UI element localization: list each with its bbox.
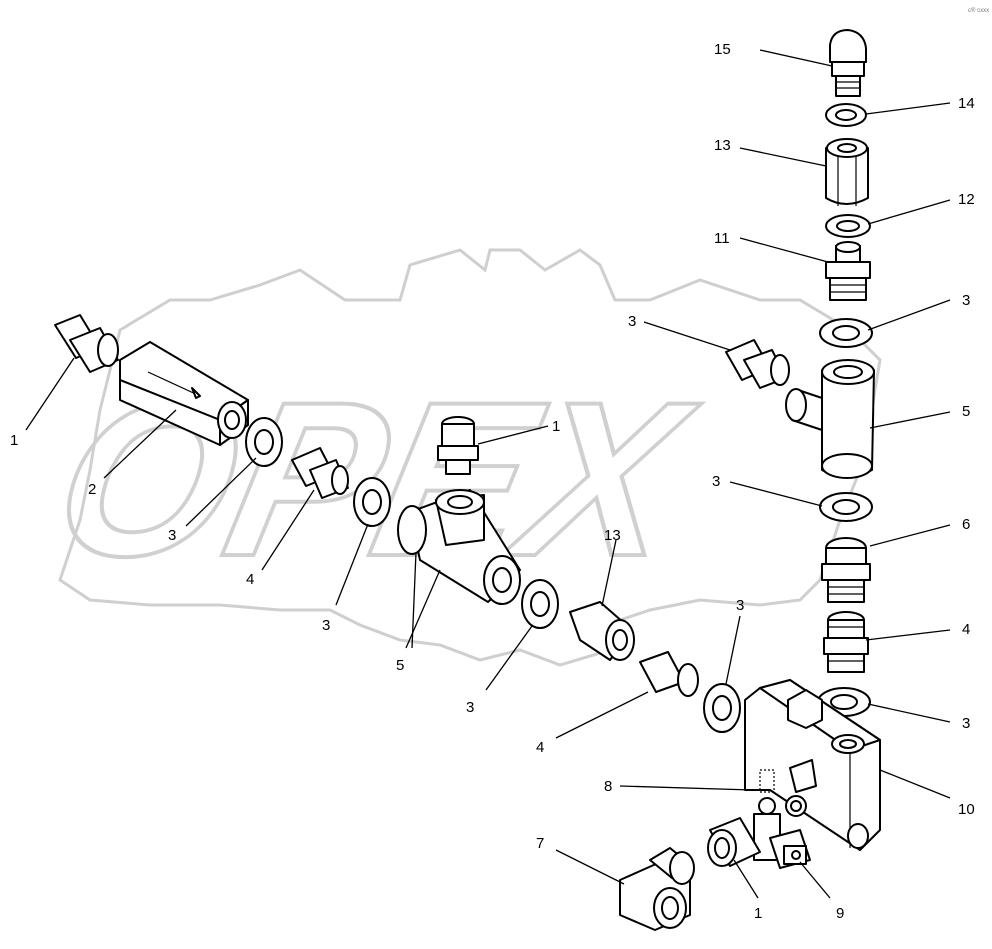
part-13-hex-coupling-top — [825, 138, 869, 206]
callout-8: 8 — [604, 778, 612, 795]
part-3-washer-d — [245, 417, 283, 467]
callout-3-center: 3 — [466, 699, 474, 716]
callout-14: 14 — [958, 95, 975, 112]
callout-3-right-c: 3 — [962, 715, 970, 732]
callout-labels: 15 14 13 12 11 3 3 5 3 6 4 3 10 1 2 3 4 … — [10, 41, 975, 922]
callout-4-left: 4 — [246, 571, 254, 588]
callout-6: 6 — [962, 516, 970, 533]
part-1-fitting-left — [54, 314, 119, 373]
callout-2: 2 — [88, 481, 96, 498]
part-7-elbow-fitting — [619, 847, 695, 931]
callout-15: 15 — [714, 41, 731, 58]
part-4-nipple-center — [639, 651, 699, 697]
callout-3-lower: 3 — [736, 597, 744, 614]
leader-lines — [25, 49, 951, 899]
part-3-washer-a — [819, 318, 873, 348]
callout-10: 10 — [958, 801, 975, 818]
part-12-washer — [825, 214, 871, 238]
callout-3-left-b: 3 — [322, 617, 330, 634]
part-3-washer-g — [703, 683, 741, 733]
part-1-fitting-bottom — [707, 817, 761, 867]
callout-1-center: 1 — [552, 418, 560, 435]
callout-5-right: 5 — [962, 403, 970, 420]
part-14-washer — [825, 103, 867, 127]
callout-13-center: 13 — [604, 527, 621, 544]
callout-7: 7 — [536, 835, 544, 852]
callout-9: 9 — [836, 905, 844, 922]
part-3-washer-b — [819, 492, 873, 522]
part-11-nipple — [825, 241, 871, 301]
callout-3-right-a: 3 — [962, 292, 970, 309]
part-5-tee-center — [397, 489, 521, 605]
callout-13-top: 13 — [714, 137, 731, 154]
callout-12: 12 — [958, 191, 975, 208]
callout-3-left-a: 3 — [168, 527, 176, 544]
callout-3-right-b: 3 — [712, 473, 720, 490]
callout-4-right: 4 — [962, 621, 970, 638]
part-10-valve-block — [744, 679, 881, 851]
callout-5-center: 5 — [396, 657, 404, 674]
part-4-nipple-right — [823, 611, 869, 673]
part-fitting-upper-right — [725, 339, 790, 389]
part-6-adapter — [821, 537, 871, 603]
corner-mark: c® cxxx — [968, 7, 989, 14]
part-9-solenoid-connector — [769, 829, 811, 869]
callout-11: 11 — [714, 230, 730, 247]
callout-3-upper: 3 — [628, 313, 636, 330]
part-2-check-valve — [119, 341, 249, 446]
callout-1-bottom: 1 — [754, 905, 762, 922]
part-3-washer-e — [353, 477, 391, 527]
part-3-washer-f — [521, 579, 559, 629]
callout-4-center: 4 — [536, 739, 544, 756]
part-4-nipple-left — [291, 447, 349, 499]
part-1-fitting-center — [437, 416, 479, 475]
part-15-breather-cap — [829, 29, 867, 97]
part-13-hex-coupling-center — [569, 601, 635, 661]
part-5-tee-right — [785, 359, 875, 479]
callout-1-left: 1 — [10, 432, 18, 449]
